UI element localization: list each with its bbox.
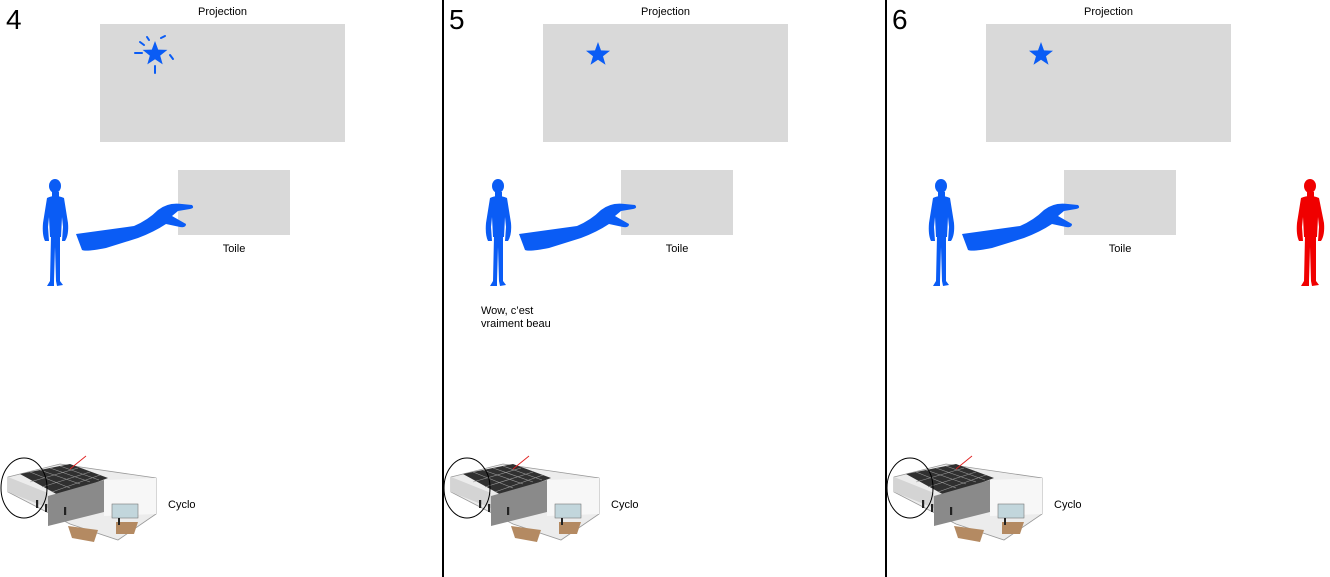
cyclo-label: Cyclo	[168, 499, 196, 511]
star-icon	[1029, 42, 1053, 65]
person-silhouette	[485, 179, 512, 286]
sparkling-star-icon	[134, 35, 174, 74]
projection-area	[543, 24, 788, 142]
star-icon	[586, 42, 610, 65]
panel-number: 4	[6, 4, 22, 35]
cyclo-label: Cyclo	[1054, 499, 1082, 511]
visitor-silhouette	[1296, 179, 1325, 286]
toile-canvas	[1064, 170, 1176, 235]
projection-label: Projection	[1084, 6, 1133, 18]
panel-divider	[442, 0, 444, 577]
storyboard-panel-5: 5 Projection Toile Wow, c’est vraiment b…	[443, 0, 886, 577]
cyclo-studio-model	[443, 455, 600, 542]
panel-number: 6	[892, 4, 908, 35]
storyboard-panel-6: 6 Projection Toile	[886, 0, 1329, 577]
cyclo-label: Cyclo	[611, 499, 639, 511]
panel-number: 5	[449, 4, 465, 35]
panel-divider	[885, 0, 887, 577]
toile-label: Toile	[222, 243, 246, 255]
speech-text: Wow, c’est vraiment beau	[481, 305, 551, 330]
toile-canvas	[178, 170, 290, 235]
reaching-arm	[962, 203, 1080, 251]
projection-label: Projection	[641, 6, 690, 18]
projection-area	[986, 24, 1231, 142]
person-silhouette	[42, 179, 69, 286]
reaching-arm	[519, 203, 637, 251]
cyclo-studio-model	[0, 455, 157, 542]
toile-label: Toile	[665, 243, 689, 255]
projection-label: Projection	[198, 6, 247, 18]
toile-label: Toile	[1108, 243, 1132, 255]
toile-canvas	[621, 170, 733, 235]
storyboard-panel-4: 4 Projection Toile	[0, 0, 443, 577]
cyclo-studio-model	[886, 455, 1043, 542]
reaching-arm	[76, 203, 194, 251]
person-silhouette	[928, 179, 955, 286]
